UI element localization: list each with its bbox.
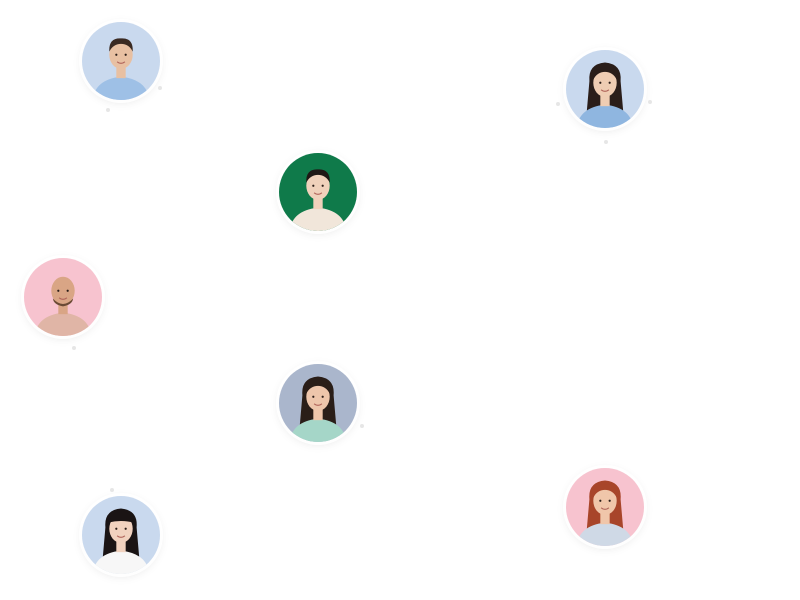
person-woman-red-hair-icon (566, 468, 644, 546)
avatar-man-bald-beard[interactable] (24, 258, 102, 336)
sparkle-dot (158, 86, 162, 90)
sparkle-dot (360, 424, 364, 428)
person-man-smiling-icon (82, 22, 160, 100)
avatar-woman-cream-sweater[interactable] (279, 153, 357, 231)
person-woman-cream-sweater-icon (279, 153, 357, 231)
sparkle-dot (648, 100, 652, 104)
sparkle-dot (604, 140, 608, 144)
sparkle-dot (106, 108, 110, 112)
avatar-man-smiling[interactable] (82, 22, 160, 100)
sparkle-dot (72, 346, 76, 350)
person-man-bald-beard-icon (24, 258, 102, 336)
avatar-woman-long-hair[interactable] (566, 50, 644, 128)
person-woman-bangs-icon (82, 496, 160, 574)
avatar-woman-red-hair[interactable] (566, 468, 644, 546)
avatar-woman-bangs[interactable] (82, 496, 160, 574)
avatar-woman-mint-shirt[interactable] (279, 364, 357, 442)
sparkle-dot (110, 488, 114, 492)
person-woman-mint-shirt-icon (279, 364, 357, 442)
person-woman-long-hair-icon (566, 50, 644, 128)
sparkle-dot (556, 102, 560, 106)
